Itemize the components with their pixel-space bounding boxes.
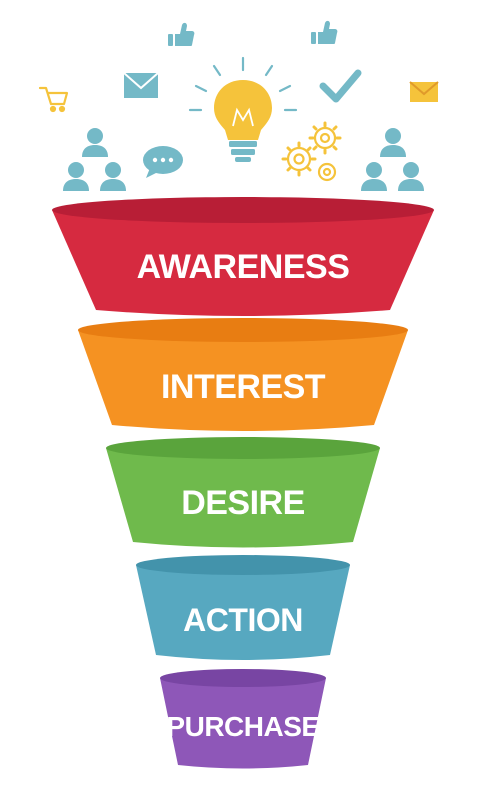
stage-label: AWARENESS: [137, 248, 350, 286]
funnel-stage-awareness: AWARENESS: [52, 197, 434, 316]
stage-rim: [106, 437, 380, 459]
stage-label: ACTION: [183, 602, 303, 638]
funnel-stages: AWARENESS INTEREST DESIRE ACTION PURCHAS…: [52, 197, 434, 769]
stage-rim: [78, 318, 408, 342]
lightbulb-icon: [188, 56, 298, 162]
checkmark-icon: [319, 69, 362, 103]
shopping-cart-icon: [38, 86, 69, 113]
stage-rim: [136, 555, 350, 575]
people-group-icon: [63, 128, 126, 191]
stage-body: [106, 448, 380, 548]
funnel-stage-action: ACTION: [136, 555, 350, 660]
funnel-stage-purchase: PURCHASE: [160, 669, 326, 769]
chat-bubble-icon: [143, 146, 183, 178]
top-icons: [38, 20, 439, 191]
thumbs-up-icon: [168, 22, 195, 46]
stage-label: INTEREST: [161, 368, 326, 406]
people-group-icon: [361, 128, 424, 191]
stage-body: [136, 565, 350, 660]
envelope-icon: [123, 72, 159, 98]
stage-body: [52, 210, 434, 316]
funnel-stage-interest: INTEREST: [78, 318, 408, 431]
thumbs-up-icon: [311, 20, 338, 44]
stage-label: PURCHASE: [166, 711, 319, 742]
funnel-stage-desire: DESIRE: [106, 437, 380, 548]
stage-body: [160, 678, 326, 769]
stage-rim: [52, 197, 434, 223]
stage-body: [78, 330, 408, 431]
stage-rim: [160, 669, 326, 687]
stage-label: DESIRE: [181, 484, 305, 522]
gears-icon: [281, 121, 342, 182]
envelope-icon: [409, 81, 439, 102]
